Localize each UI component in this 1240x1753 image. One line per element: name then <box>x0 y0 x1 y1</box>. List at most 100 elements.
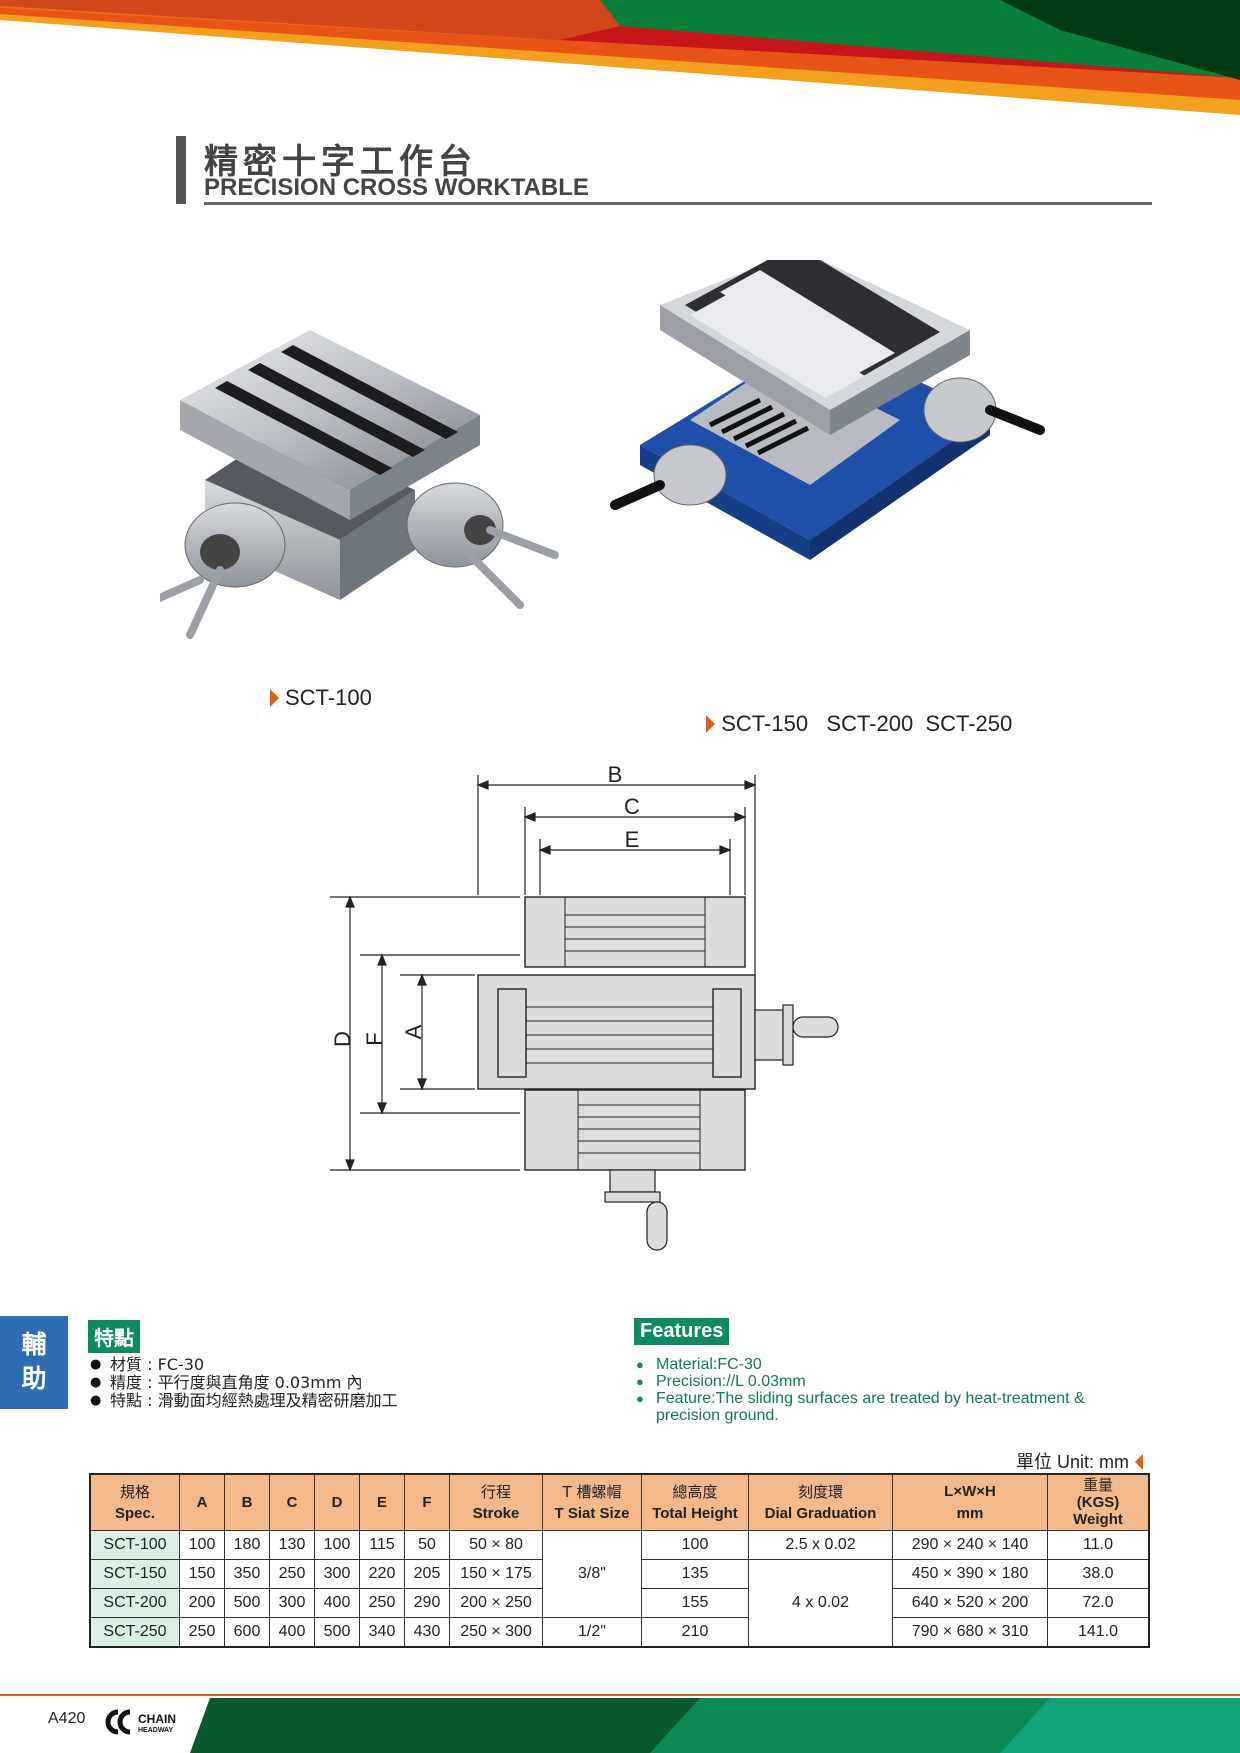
header-dial: 刻度環 Dial Graduation <box>748 1473 893 1531</box>
dimension-label-a: A <box>401 1024 426 1039</box>
feature-item: Feature:The sliding surfaces are treated… <box>636 1390 1116 1424</box>
table-row: SCT-250 250 600 400 500 340 430 250 × 30… <box>89 1617 1150 1648</box>
header-weight: 重量 (KGS) Weight <box>1047 1473 1150 1531</box>
header-d: D <box>314 1473 360 1531</box>
header-dial-zh: 刻度環 <box>797 1482 843 1501</box>
caption-right: SCT-150 SCT-200 SCT-250 <box>694 685 1012 737</box>
cell-d: 100 <box>314 1530 360 1560</box>
cell-a: 150 <box>179 1559 225 1589</box>
cell-spec: SCT-100 <box>89 1530 180 1560</box>
unit-arrow-icon <box>1135 1454 1144 1470</box>
header-total-height: 總高度 Total Height <box>641 1473 749 1531</box>
caption-arrow-icon <box>706 715 716 733</box>
cell-e: 340 <box>359 1617 405 1648</box>
header-tslot-en: T Siat Size <box>554 1504 630 1522</box>
cell-weight: 11.0 <box>1047 1530 1150 1560</box>
header-banner <box>0 0 1240 115</box>
header-spec: 規格 Spec. <box>89 1473 180 1531</box>
cell-a: 200 <box>179 1588 225 1618</box>
header-stroke: 行程 Stroke <box>449 1473 543 1531</box>
cell-stroke: 200 × 250 <box>449 1588 543 1618</box>
cell-dial: 4 x 0.02 <box>748 1559 893 1648</box>
side-tab-line1: 輔 <box>21 1330 47 1359</box>
footer-accent-line <box>0 1694 1240 1696</box>
caption-left: SCT-100 <box>270 685 372 711</box>
cell-c: 250 <box>269 1559 315 1589</box>
header-weight-zh: 重量 <box>1082 1476 1113 1494</box>
dimension-label-c: C <box>624 794 640 819</box>
cell-stroke: 250 × 300 <box>449 1617 543 1648</box>
cell-d: 300 <box>314 1559 360 1589</box>
header-e: E <box>359 1473 405 1531</box>
cell-b: 500 <box>224 1588 270 1618</box>
category-side-tab[interactable]: 輔 助 <box>0 1316 68 1409</box>
cell-height: 100 <box>641 1530 749 1560</box>
features-heading-chinese: 特點 <box>88 1320 140 1353</box>
product-image-sct-150-250 <box>610 260 1045 560</box>
cell-dial: 2.5 x 0.02 <box>748 1530 893 1560</box>
header-lwh-unit: mm <box>956 1504 984 1522</box>
unit-label: 單位 Unit: mm <box>1016 1448 1144 1474</box>
title-underline <box>204 202 1152 205</box>
dimension-label-e: E <box>625 827 640 852</box>
cell-spec: SCT-250 <box>89 1617 180 1648</box>
cell-f: 205 <box>404 1559 450 1589</box>
header-spec-zh: 規格 <box>119 1482 150 1501</box>
footer-band <box>190 1698 1240 1753</box>
dimension-label-d: D <box>330 1031 355 1047</box>
product-image-sct-100 <box>160 330 559 639</box>
cell-a: 100 <box>179 1530 225 1560</box>
dimension-drawing: B C E D F A <box>330 762 839 1251</box>
cell-stroke: 150 × 175 <box>449 1559 543 1589</box>
features-heading-english: Features <box>634 1318 730 1345</box>
features-list-chinese: 材質 : FC-30 精度 : 平行度與直角度 0.03mm 內 特點 : 滑動… <box>90 1356 398 1411</box>
cell-c: 130 <box>269 1530 315 1560</box>
dimension-label-b: B <box>608 762 623 787</box>
feature-item: Material:FC-30 <box>636 1356 1116 1373</box>
feature-item: Precision://L 0.03mm <box>636 1373 1116 1390</box>
title-accent-bar <box>176 136 186 204</box>
cell-height: 155 <box>641 1588 749 1618</box>
header-weight-en: Weight <box>1073 1511 1123 1528</box>
cell-spec: SCT-200 <box>89 1588 180 1618</box>
cell-b: 180 <box>224 1530 270 1560</box>
header-weight-unit: (KGS) <box>1076 1494 1120 1511</box>
header-c: C <box>269 1473 315 1531</box>
cell-spec: SCT-150 <box>89 1559 180 1589</box>
header-stroke-en: Stroke <box>472 1504 520 1522</box>
table-row: SCT-150 150 350 250 300 220 205 150 × 17… <box>89 1559 1150 1648</box>
cell-f: 50 <box>404 1530 450 1560</box>
cell-e: 115 <box>359 1530 405 1560</box>
cell-b: 600 <box>224 1617 270 1648</box>
spec-table: 規格 Spec. A B C D E F 行程 Stroke T 槽螺帽 T S… <box>89 1473 1150 1648</box>
cell-weight: 72.0 <box>1047 1588 1150 1618</box>
cell-d: 400 <box>314 1588 360 1618</box>
cell-lwh: 640 × 520 × 200 <box>892 1588 1048 1618</box>
header-height-zh: 總高度 <box>672 1482 718 1501</box>
cell-tslot: 1/2" <box>542 1617 642 1648</box>
page-title-chinese: 精密十字工作台 <box>204 142 477 182</box>
cell-e: 250 <box>359 1588 405 1618</box>
header-tslot-zh: T 槽螺帽 <box>562 1482 622 1501</box>
header-a: A <box>179 1473 225 1531</box>
header-lwh: L×W×H mm <box>892 1473 1048 1531</box>
cell-lwh: 290 × 240 × 140 <box>892 1530 1048 1560</box>
side-tab-line2: 助 <box>21 1364 47 1393</box>
cell-c: 300 <box>269 1588 315 1618</box>
cell-lwh: 790 × 680 × 310 <box>892 1617 1048 1648</box>
table-header-row: 規格 Spec. A B C D E F 行程 Stroke T 槽螺帽 T S… <box>89 1473 1150 1531</box>
header-spec-en: Spec. <box>114 1504 156 1522</box>
table-row: SCT-200 200 500 300 400 250 290 200 × 25… <box>89 1588 1150 1618</box>
cell-height: 210 <box>641 1617 749 1648</box>
header-f: F <box>404 1473 450 1531</box>
table-row: SCT-100 100 180 130 100 115 50 50 × 80 3… <box>89 1530 1150 1618</box>
logo-text: CHAIN <box>138 1712 176 1726</box>
cell-f: 290 <box>404 1588 450 1618</box>
header-tslot: T 槽螺帽 T Siat Size <box>542 1473 642 1531</box>
header-dial-en: Dial Graduation <box>764 1504 877 1522</box>
cell-tslot: 3/8" <box>542 1530 642 1618</box>
cell-d: 500 <box>314 1617 360 1648</box>
logo-subtext: HEADWAY <box>138 1727 173 1734</box>
caption-left-text: SCT-100 <box>285 685 372 710</box>
cell-height: 135 <box>641 1559 749 1589</box>
